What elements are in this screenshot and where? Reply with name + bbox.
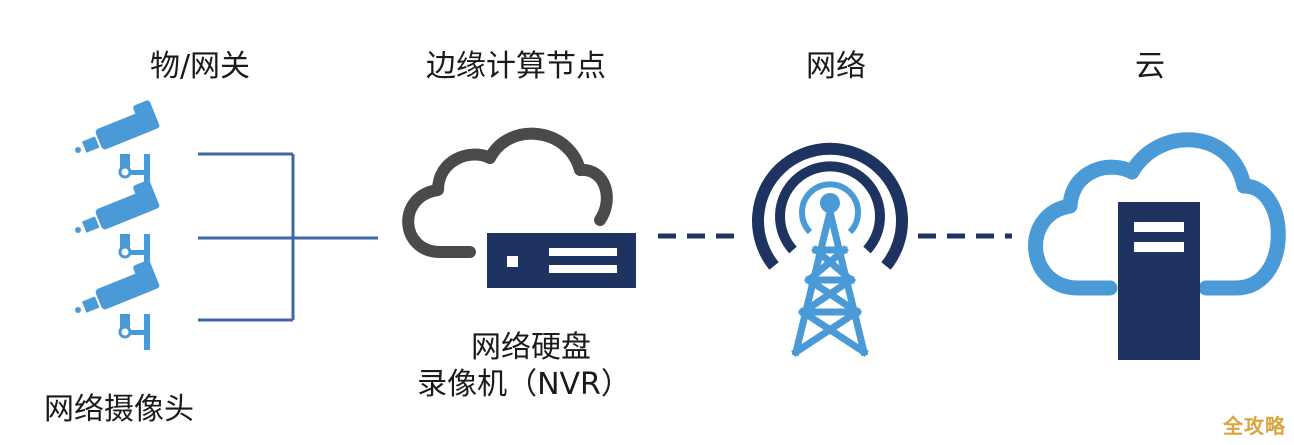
label-network: 网络: [806, 49, 866, 84]
label-cloud: 云: [1135, 49, 1165, 84]
camera-icon: [73, 257, 162, 352]
connector-lines: [198, 152, 378, 322]
label-cameras: 网络摄像头: [44, 392, 194, 427]
label-iot-gateway: 物/网关: [149, 49, 251, 84]
label-nvr-line2: 录像机（NVR）: [417, 367, 631, 402]
signal-tower-icon: [752, 142, 908, 357]
camera-icon: [73, 97, 162, 192]
nvr-device-icon: [487, 233, 636, 288]
camera-icon: [73, 177, 162, 272]
label-edge-node: 边缘计算节点: [426, 49, 606, 84]
label-nvr-line1: 网络硬盘: [471, 330, 591, 365]
edge-cloud-icon: [402, 127, 613, 258]
watermark: 全攻略: [1223, 414, 1286, 438]
cloud-server-icon: [1028, 132, 1286, 360]
